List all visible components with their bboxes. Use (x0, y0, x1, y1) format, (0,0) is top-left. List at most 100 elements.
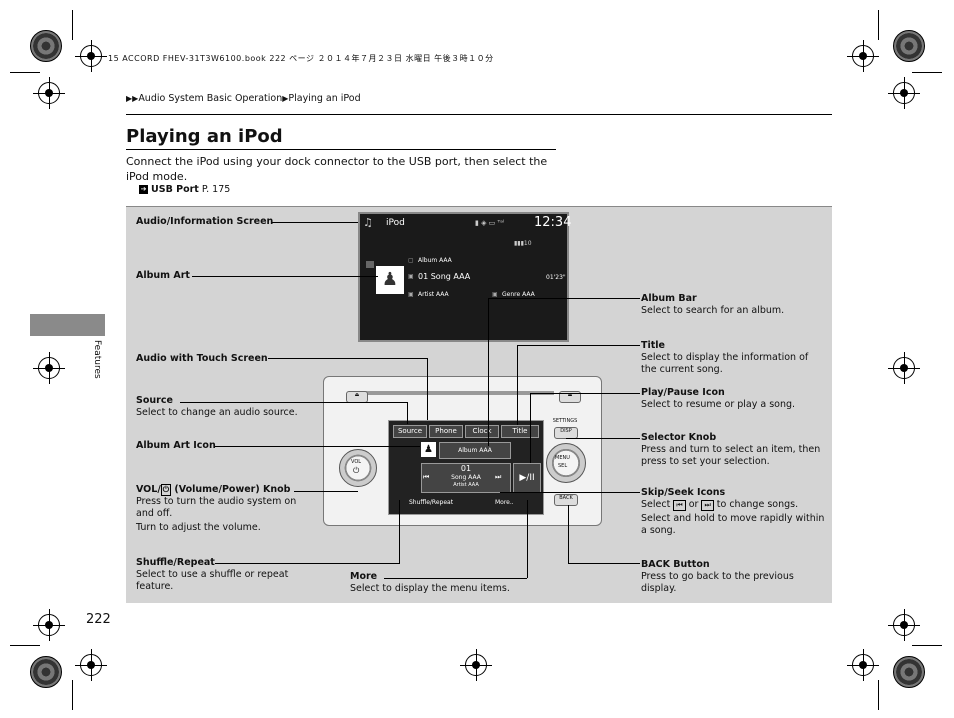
leader-line (517, 345, 640, 346)
crosshair-icon (847, 40, 879, 72)
label-title-pre: VOL/ (136, 484, 161, 495)
label-desc: Turn to adjust the volume. (136, 522, 261, 533)
eject-button[interactable]: ⏏ (559, 391, 581, 403)
screen-side-icon (366, 261, 374, 268)
more-button[interactable]: More.. (495, 499, 514, 506)
leader-line (527, 500, 528, 578)
leader-line (566, 438, 640, 439)
crosshair-icon (75, 40, 107, 72)
page-title: Playing an iPod (126, 126, 283, 147)
label-album-art: Album Art (136, 270, 190, 282)
label-title: Audio/Information Screen (136, 216, 274, 227)
label-desc: Select to search for an album. (641, 305, 785, 316)
crop-mark (10, 645, 40, 646)
skip-forward-icon[interactable]: ⏭ (495, 473, 502, 481)
back-button[interactable]: BACK (554, 494, 578, 506)
leader-line (530, 393, 640, 394)
touch-screen: Source Phone Clock Title ♟ Album AAA 01 … (388, 420, 544, 515)
registration-target-icon (893, 656, 925, 688)
section-tab (30, 314, 105, 336)
crop-mark (878, 10, 879, 40)
crosshair-icon (75, 649, 107, 681)
crop-mark (878, 680, 879, 710)
album-bar[interactable]: Album AAA (439, 442, 511, 459)
usb-port-reference[interactable]: ➔ USB Port P. 175 (139, 184, 230, 195)
label-desc: Select to change an audio source. (136, 407, 298, 418)
disc-slot (364, 391, 554, 395)
vol-power-knob[interactable]: VOL ⏻ (339, 449, 377, 487)
tab-title[interactable]: Title (501, 425, 539, 438)
reference-arrow-icon: ➔ (139, 185, 148, 194)
label-title: Selector Knob (641, 432, 717, 443)
label-desc: Press to go back to the previous display… (641, 571, 794, 594)
breadcrumb: ▶▶Audio System Basic Operation▶Playing a… (126, 93, 361, 104)
track-info: 01 Song AAA Artist AAA (421, 463, 511, 493)
crosshair-icon (888, 352, 920, 384)
album-bar-label: Album AAA (458, 447, 492, 454)
leader-line (399, 500, 400, 563)
track-number: 01 (460, 464, 472, 473)
play-pause-icon[interactable]: ▶/II (513, 463, 541, 493)
label-desc-post: to change songs. (716, 499, 799, 510)
volume-value: 10 (523, 240, 532, 247)
label-desc: Select to use a shuffle or repeat featur… (136, 569, 289, 592)
leader-line (488, 298, 640, 299)
leader-line (517, 345, 518, 425)
leader-line (192, 276, 378, 277)
leader-line (272, 222, 358, 223)
leader-line (568, 563, 640, 564)
breadcrumb-arrow-icon: ▶ (282, 94, 289, 103)
audio-information-screen: ♫ iPod ▮ ◈ ▭ ᵀᵃˡ 12:34 ▮▮▮10 ▢ Album AAA… (358, 212, 571, 342)
menu-label: MENU (555, 455, 570, 461)
leader-line (215, 563, 400, 564)
label-title: Skip/Seek Icons (641, 487, 726, 498)
label-desc-or: or (688, 499, 699, 510)
page-number: 222 (86, 612, 111, 627)
crosshair-icon (33, 609, 65, 641)
label-desc: Select to display the information of the… (641, 352, 809, 375)
print-header: 15 ACCORD FHEV-31T3W6100.book 222 ページ ２０… (108, 54, 494, 63)
label-desc: Press and turn to select an item, then p… (641, 444, 821, 467)
label-desc: Select to resume or play a song. (641, 399, 796, 410)
header-rule (126, 114, 832, 115)
shuffle-button[interactable]: Shuffle/Repeat (409, 499, 454, 506)
breadcrumb-section: Audio System Basic Operation (138, 93, 283, 104)
label-title: Title (641, 340, 665, 351)
label-title: VOL/⏻ (Volume/Power) Knob (136, 484, 311, 496)
crosshair-icon (33, 77, 65, 109)
registration-target-icon (893, 30, 925, 62)
tab-phone[interactable]: Phone (429, 425, 463, 438)
crosshair-icon (888, 609, 920, 641)
skip-back-icon: ⏮ (673, 500, 686, 511)
label-title: Source (136, 395, 173, 406)
skip-back-icon[interactable]: ⏮ (423, 473, 430, 481)
leader-line (384, 578, 527, 579)
label-title: More (350, 571, 378, 582)
tab-clock[interactable]: Clock (465, 425, 499, 438)
track-song: Song AAA (451, 474, 481, 481)
label-audio-info: Audio/Information Screen (136, 216, 273, 228)
crosshair-icon (460, 649, 492, 681)
label-desc: Select and hold to move rapidly within a… (641, 513, 825, 536)
label-desc: Press to turn the audio system on and of… (136, 496, 297, 519)
label-desc: Select to display the menu items. (350, 583, 510, 594)
label-album-art-icon: Album Art Icon (136, 440, 216, 452)
leader-line (268, 358, 428, 359)
section-label: Features (92, 340, 102, 379)
album-small-icon: ▢ (408, 257, 414, 264)
crosshair-icon (888, 77, 920, 109)
leader-line (427, 358, 428, 420)
album-art-icon[interactable]: ♟ (421, 442, 436, 457)
label-vol: VOL/⏻ (Volume/Power) Knob Press to turn … (136, 484, 311, 534)
leader-line (488, 298, 489, 446)
crop-mark (72, 680, 73, 710)
title-rule (126, 149, 556, 150)
selector-knob[interactable]: MENU SEL (546, 443, 586, 483)
reference-page: P. 175 (201, 184, 231, 195)
tab-source[interactable]: Source (393, 425, 427, 438)
